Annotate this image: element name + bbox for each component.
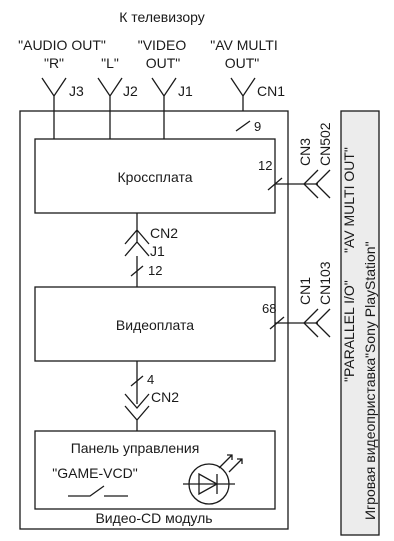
j3-label: J3 — [69, 83, 84, 99]
sony-playstation-box — [340, 110, 380, 536]
cross-board-block — [34, 138, 276, 214]
led-icon — [183, 454, 243, 505]
video-cd-module-label: Видео-CD модуль — [95, 510, 212, 526]
game-vcd-label: "GAME-VCD" — [52, 465, 137, 481]
av-multi-bus-mark — [235, 120, 251, 132]
video-to-panel-count: 4 — [147, 372, 154, 387]
video-to-panel-bus-mark — [130, 375, 144, 387]
av-multi-wire-count: 9 — [254, 119, 261, 134]
cross-to-video-count: 12 — [148, 263, 162, 278]
audio-l-label: "L" — [101, 55, 119, 71]
cross-to-cn3-bus-mark — [267, 177, 283, 191]
parallel-io-label: "PARALLEL I/O" — [341, 280, 357, 382]
video-to-cn1-count: 68 — [262, 301, 276, 316]
control-panel-label: Панель управления — [71, 440, 200, 456]
cn2-bottom-connector-symbol — [124, 393, 150, 431]
cn2-j1-connector-symbol — [124, 213, 150, 287]
cn3-cn502-connector-symbol — [303, 169, 331, 199]
av-multi-out-label: "AV MULTI OUT" — [341, 147, 357, 253]
cross-to-cn3-count: 12 — [258, 158, 272, 173]
diagram-title: К телевизору — [119, 9, 205, 25]
cn1-top-label: CN1 — [257, 83, 285, 99]
console-name-label: "Sony PlayStation" — [362, 241, 378, 358]
cn3-label: CN3 — [297, 138, 313, 166]
av-multi-label-2: OUT" — [225, 55, 260, 71]
cn502-label: CN502 — [317, 122, 333, 166]
j2-label: J2 — [123, 83, 138, 99]
switch-symbol — [68, 485, 128, 497]
cn2-bottom-label: CN2 — [151, 389, 179, 405]
audio-video-wires — [53, 111, 165, 139]
cn2-top-label: CN2 — [150, 225, 178, 241]
video-out-label-2: OUT" — [146, 55, 181, 71]
audio-out-label: "AUDIO OUT" — [18, 37, 106, 53]
audio-r-label: "R" — [44, 55, 64, 71]
video-out-label: "VIDEO — [138, 37, 187, 53]
cn1-cn103-connector-symbol — [303, 308, 331, 338]
cross-to-video-bus-mark — [130, 265, 144, 277]
j1-mid-label: J1 — [150, 243, 165, 259]
cn1-side-label: CN1 — [297, 277, 313, 305]
console-label: Игровая видеоприставка — [362, 358, 378, 520]
video-board-label: Видеоплата — [116, 317, 194, 333]
av-multi-label: "AV MULTI — [210, 37, 277, 53]
j1-label: J1 — [178, 83, 193, 99]
cross-board-label: Кроссплата — [118, 169, 193, 185]
cn103-label: CN103 — [317, 261, 333, 305]
video-to-cn1-bus-mark — [269, 316, 285, 330]
